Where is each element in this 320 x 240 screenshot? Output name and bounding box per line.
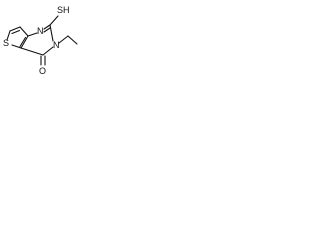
atom-labels-group: S N SH N O bbox=[3, 5, 70, 76]
nitrogen-ethyl-label: N bbox=[53, 40, 60, 50]
bond-c3a-n bbox=[27, 32, 38, 37]
bonds-group bbox=[6, 15, 78, 66]
bond-c3-c3a bbox=[19, 26, 29, 37]
molecule-structure-diagram: S N SH N O bbox=[3, 5, 78, 76]
bond-c4-c7a bbox=[20, 47, 44, 56]
bond-n-c2p-double-b bbox=[43, 27, 51, 33]
bond-n3-c4 bbox=[42, 46, 54, 56]
bond-c3a-c7a bbox=[20, 35, 29, 49]
bond-c2p-n3 bbox=[49, 24, 54, 42]
bond-n3-ch2 bbox=[58, 35, 69, 44]
carbonyl-oxygen-label: O bbox=[39, 66, 46, 76]
bond-s1-c2 bbox=[6, 30, 11, 41]
bond-ch2-ch3 bbox=[67, 35, 78, 45]
thiol-label: SH bbox=[57, 5, 70, 15]
bond-c2p-sh bbox=[49, 15, 59, 26]
bond-c2-c3-double bbox=[11, 29, 21, 35]
bond-c7a-s1 bbox=[11, 44, 22, 49]
bond-n-c2p-double-a bbox=[43, 24, 51, 30]
bond-c2-c3 bbox=[9, 26, 21, 32]
bond-c3a-c7a-double bbox=[19, 36, 27, 48]
nitrogen-top-label: N bbox=[37, 26, 44, 36]
sulfur-ring-label: S bbox=[3, 38, 9, 48]
